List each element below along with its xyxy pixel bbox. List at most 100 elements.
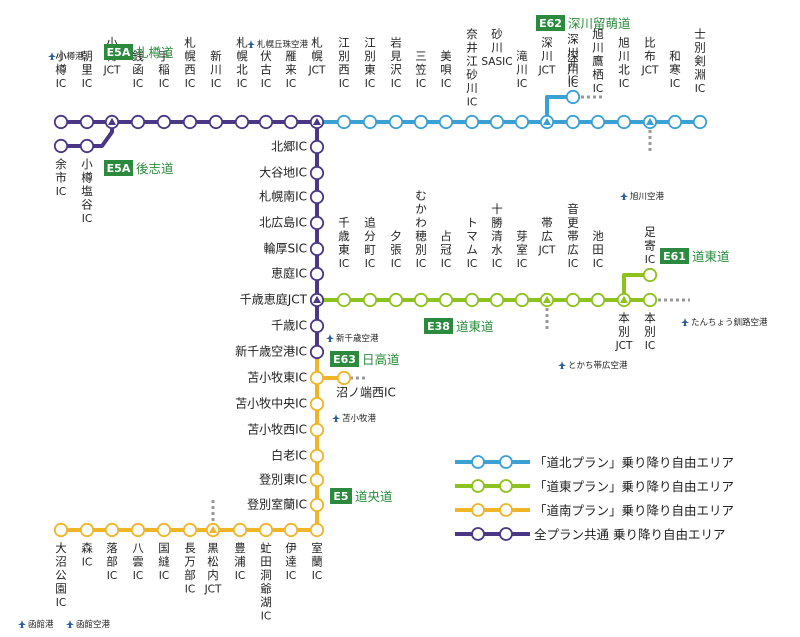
legend-node: [471, 479, 485, 493]
doto-7-node: [514, 292, 530, 308]
route-code: E61: [663, 250, 686, 263]
top-9-node: [283, 114, 299, 130]
route-code: E5A: [107, 46, 131, 59]
station-label: 苫小牧東IC: [247, 371, 307, 385]
top-18-node: [514, 114, 530, 130]
vert-1-node: [309, 165, 325, 181]
airport-icon: [48, 52, 56, 60]
route-badge: [660, 248, 689, 264]
legend: 「道北プラン」乗り降り自由エリア「道東プラン」乗り降り自由エリア「道南プラン」乗…: [455, 455, 734, 542]
bottom-5-node: [182, 522, 198, 538]
legend-label: 全プラン共通 乗り降り自由エリア: [534, 527, 725, 542]
airport-label: 旭川空港: [630, 191, 665, 202]
top-12-node: [362, 114, 378, 130]
legend-node: [471, 527, 485, 541]
airport-icon: [326, 334, 334, 342]
route-name: 後志道: [136, 161, 174, 176]
vert-0-node: [309, 139, 325, 155]
top-11-node: [336, 114, 352, 130]
route-name: 道東道: [456, 319, 494, 334]
legend-node: [499, 455, 513, 469]
airport-icon: [681, 318, 689, 326]
top-0-node: [53, 114, 69, 130]
station-label: 千歳IC: [271, 319, 307, 333]
bottom-4-node: [156, 522, 172, 538]
route-name: 道央道: [355, 489, 393, 504]
doto-12-node: [642, 292, 658, 308]
legend-node: [499, 503, 513, 517]
station-label: 札幌南IC: [259, 189, 307, 204]
vert-8-node: [309, 344, 325, 360]
station-label: 千歳恵庭JCT: [240, 292, 308, 307]
top-4-node: [156, 114, 172, 130]
airport-markers: 小樽港札幌丘珠空港旭川空港新千歳空港苫小牧港とかち帯広空港たんちょう釧路空港函館…: [18, 39, 768, 630]
station-label: 大谷地IC: [259, 166, 307, 180]
top-13-node: [388, 114, 404, 130]
doto-5-node: [464, 292, 480, 308]
airport-label: 新千歳空港: [336, 333, 379, 344]
airport-label: 函館港: [28, 619, 54, 630]
vert-11-node: [309, 422, 325, 438]
route-badge: [536, 15, 565, 31]
route-name: 深川留萌道: [568, 16, 631, 31]
bottom-7-node: [232, 522, 248, 538]
route-code: E63: [333, 353, 356, 366]
legend-node: [471, 455, 485, 469]
station-label: 苫小牧西IC: [247, 423, 307, 437]
legend-node: [499, 527, 513, 541]
top-17-node: [489, 114, 505, 130]
station-label: 苫小牧中央IC: [235, 396, 307, 411]
station-label: 新千歳空港IC: [235, 344, 307, 359]
ashoro-line: [622, 273, 650, 300]
top-23-jct-mark: [646, 117, 654, 125]
fukagawa-nishi-node: [565, 89, 581, 105]
yoichi-node: [53, 138, 69, 154]
numanohata-node: [336, 370, 352, 386]
top-8-node: [258, 114, 274, 130]
top-20-node: [565, 114, 581, 130]
legend-label: 「道北プラン」乗り降り自由エリア: [534, 455, 734, 470]
top-5-node: [182, 114, 198, 130]
doto-9-node: [565, 292, 581, 308]
route-badge: [104, 44, 133, 60]
airport-label: 苫小牧港: [342, 413, 377, 424]
bottom-1-node: [79, 522, 95, 538]
station-label: 輪厚SIC: [263, 241, 307, 256]
vert-12-node: [309, 448, 325, 464]
doto-8-jct-mark: [543, 295, 551, 303]
top-14-node: [413, 114, 429, 130]
doto-3-node: [413, 292, 429, 308]
airport-label: 函館空港: [76, 619, 111, 630]
top-21-node: [590, 114, 606, 130]
extension-dots: [211, 95, 690, 522]
shioya-node: [79, 138, 95, 154]
